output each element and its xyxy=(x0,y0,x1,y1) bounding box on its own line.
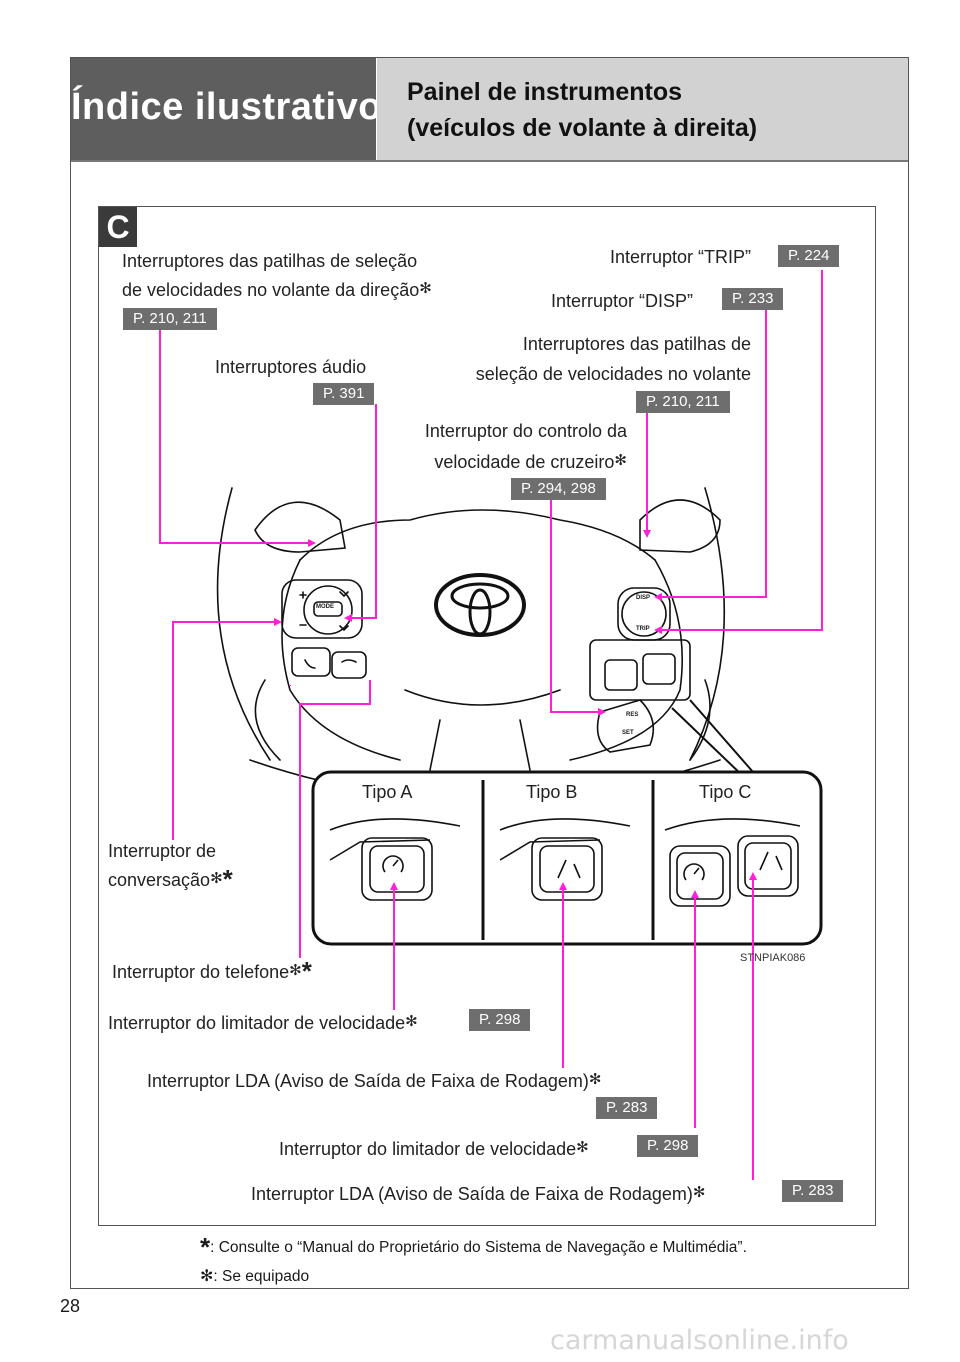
label-talk-line-1: Interruptor de xyxy=(108,841,217,861)
ref-lda-type-b[interactable]: P. 283 xyxy=(596,1097,658,1119)
trip-button-mark: TRIP xyxy=(636,626,650,632)
label-paddle-right-line-2: seleção de velocidades no volante xyxy=(475,364,751,384)
type-c-lda-icon xyxy=(737,835,799,897)
wheel-rim-left-icon xyxy=(216,487,271,761)
section-title: Índice ilustrativo xyxy=(71,86,382,128)
watermark: carmanualsonline.info xyxy=(550,1325,849,1356)
label-cruise-line-1: Interruptor do controlo da xyxy=(424,421,627,441)
label-paddle-left-line-1: Interruptores das patilhas de seleção xyxy=(122,251,418,271)
ref-trip[interactable]: P. 224 xyxy=(778,245,840,267)
ref-limiter-type-a[interactable]: P. 298 xyxy=(469,1009,531,1031)
page-number: 28 xyxy=(60,1296,81,1316)
label-paddle-left-line-2: de velocidades no volante da direção✻ xyxy=(122,280,432,300)
type-a-limiter-icon xyxy=(361,837,433,901)
header-divider xyxy=(71,160,908,162)
label-talk-line-2: conversação✻* xyxy=(108,864,233,894)
ref-limiter-type-c[interactable]: P. 298 xyxy=(637,1135,699,1157)
type-b-lda-icon xyxy=(531,837,603,901)
label-paddle-right-line-1: Interruptores das patilhas de xyxy=(522,334,751,354)
page-title-line-2: (veículos de volante à direita) xyxy=(407,114,758,142)
type-c-limiter-icon xyxy=(669,845,731,907)
label-lda-type-b: Interruptor LDA (Aviso de Saída de Faixa… xyxy=(147,1071,602,1091)
page-header: Painel de instrumentos (veículos de vola… xyxy=(377,58,908,161)
label-audio-switches: Interruptores áudio xyxy=(215,357,367,377)
label-trip-switch: Interruptor “TRIP” xyxy=(610,247,752,267)
page-title-line-1: Painel de instrumentos xyxy=(407,78,683,106)
diagram-box xyxy=(98,206,876,1226)
res-button-mark: RES xyxy=(626,712,639,718)
ref-lda-type-c[interactable]: P. 283 xyxy=(782,1180,844,1202)
label-cruise-line-2: velocidade de cruzeiro✻ xyxy=(434,452,627,472)
footnote-asterisk: *: Consulte o “Manual do Proprietário do… xyxy=(200,1232,747,1262)
paddle-right-icon xyxy=(639,499,721,553)
image-code: STNPIAK086 xyxy=(740,952,806,964)
disp-button-mark: DISP xyxy=(636,595,651,601)
label-disp-switch: Interruptor “DISP” xyxy=(551,291,694,311)
type-a-heading: Tipo A xyxy=(362,782,413,802)
footnote-equipped: ✻: Se equipado xyxy=(200,1268,310,1285)
label-lda-type-c: Interruptor LDA (Aviso de Saída de Faixa… xyxy=(251,1184,706,1204)
ref-paddle-left[interactable]: P. 210, 211 xyxy=(123,308,217,330)
page-frame xyxy=(70,57,909,1289)
section-badge: C xyxy=(99,207,137,247)
label-phone-switch: Interruptor do telefone✻* xyxy=(112,956,312,986)
audio-switch-cluster-icon xyxy=(281,579,363,639)
ref-cruise[interactable]: P. 294, 298 xyxy=(511,478,606,500)
ref-disp[interactable]: P. 233 xyxy=(722,288,784,310)
label-limiter-type-a: Interruptor do limitador de velocidade✻ xyxy=(108,1013,418,1033)
mode-button-mark: MODE xyxy=(316,604,334,610)
section-tab: Índice ilustrativo xyxy=(71,58,381,161)
ref-audio[interactable]: P. 391 xyxy=(313,383,375,405)
type-b-heading: Tipo B xyxy=(526,782,578,802)
cruise-lever-icon xyxy=(596,699,655,753)
set-button-mark: SET xyxy=(622,730,634,736)
label-limiter-type-c: Interruptor do limitador de velocidade✻ xyxy=(279,1139,589,1159)
type-c-heading: Tipo C xyxy=(699,782,752,802)
phone-button-icon xyxy=(291,647,331,677)
paddle-left-icon xyxy=(254,501,346,553)
ref-paddle-right[interactable]: P. 210, 211 xyxy=(636,391,730,413)
